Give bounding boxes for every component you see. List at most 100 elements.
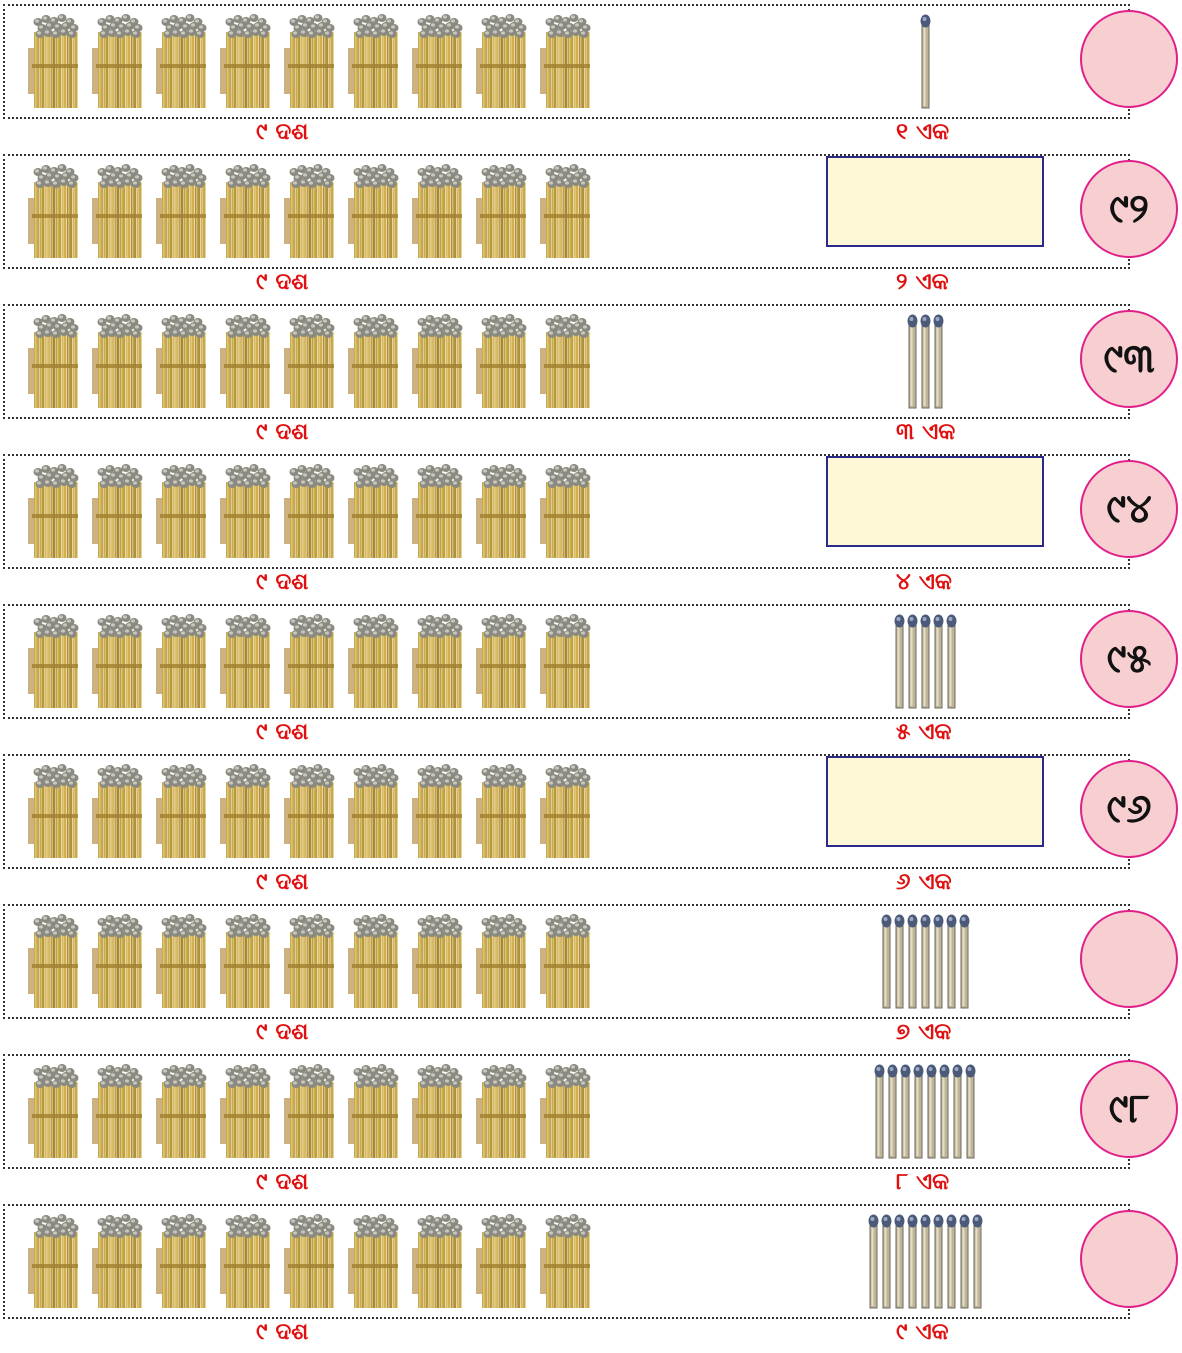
matchstick-icon: [887, 1064, 898, 1160]
matchstick-icon: [894, 1214, 905, 1310]
matchstick-bundle-icon: [284, 914, 336, 1010]
matchstick-icon: [933, 1214, 944, 1310]
matchstick-icon: [907, 314, 918, 410]
matchstick-bundle-icon: [476, 464, 528, 560]
matchstick-bundle-icon: [92, 764, 144, 860]
matchstick-bundle-icon: [220, 1064, 272, 1160]
ones-label: ୫ ଏକ: [896, 719, 952, 745]
matchstick-bundle-icon: [28, 764, 80, 860]
matchstick-bundle-icon: [348, 614, 400, 710]
matchstick-icon: [894, 614, 905, 710]
matchstick-bundle-icon: [28, 14, 80, 110]
matchstick-bundle-icon: [28, 464, 80, 560]
matchstick-bundle-icon: [476, 1214, 528, 1310]
matchstick-bundle-icon: [348, 1214, 400, 1310]
matchstick-bundle-icon: [92, 1214, 144, 1310]
matchstick-bundle-icon: [28, 314, 80, 410]
matchstick-bundle-icon: [220, 614, 272, 710]
number-circle[interactable]: [1080, 10, 1178, 108]
matchstick-bundle-icon: [540, 14, 592, 110]
matchstick-icon: [952, 1064, 963, 1160]
ones-answer-box[interactable]: [826, 156, 1044, 247]
matchstick-icon: [972, 1214, 983, 1310]
matchstick-bundle-icon: [92, 614, 144, 710]
matchstick-bundle-icon: [412, 314, 464, 410]
matchstick-bundle-icon: [412, 914, 464, 1010]
matchstick-bundle-icon: [476, 614, 528, 710]
matchstick-icon: [894, 914, 905, 1010]
ones-sticks: [874, 1064, 976, 1160]
number-circle: ୯୩: [1080, 310, 1178, 408]
tens-label: ୯ ଦଶ: [256, 419, 308, 445]
matchstick-bundle-icon: [284, 1064, 336, 1160]
number-circle: ୯୫: [1080, 610, 1178, 708]
matchstick-icon: [946, 1214, 957, 1310]
matchstick-bundle-icon: [348, 464, 400, 560]
matchstick-icon: [959, 914, 970, 1010]
matchstick-bundle-icon: [540, 914, 592, 1010]
matchstick-bundle-icon: [220, 164, 272, 260]
matchstick-bundle-icon: [348, 1064, 400, 1160]
matchstick-bundle-icon: [92, 14, 144, 110]
matchstick-bundle-icon: [476, 14, 528, 110]
tens-label: ୯ ଦଶ: [256, 269, 308, 295]
matchstick-bundle-icon: [412, 14, 464, 110]
tens-label: ୯ ଦଶ: [256, 1019, 308, 1045]
matchstick-icon: [920, 1214, 931, 1310]
matchstick-bundle-icon: [92, 464, 144, 560]
ones-label: ୬ ଏକ: [896, 869, 952, 895]
matchstick-bundle-icon: [412, 614, 464, 710]
ones-label: ୩ ଏକ: [896, 419, 955, 445]
ones-sticks: [894, 614, 957, 710]
matchstick-bundle-icon: [412, 464, 464, 560]
matchstick-icon: [874, 1064, 885, 1160]
tens-label: ୯ ଦଶ: [256, 1169, 308, 1195]
matchstick-icon: [881, 914, 892, 1010]
matchstick-bundle-icon: [540, 614, 592, 710]
matchstick-bundle-icon: [412, 764, 464, 860]
matchstick-bundle-icon: [284, 14, 336, 110]
number-circle[interactable]: [1080, 1210, 1178, 1308]
ones-label: ୭ ଏକ: [896, 1019, 951, 1045]
tens-label: ୯ ଦଶ: [256, 119, 308, 145]
matchstick-bundle-icon: [28, 614, 80, 710]
matchstick-bundle-icon: [28, 1214, 80, 1310]
matchstick-icon: [920, 914, 931, 1010]
matchstick-bundle-icon: [220, 764, 272, 860]
matchstick-icon: [965, 1064, 976, 1160]
ones-label: ୧ ଏକ: [896, 119, 949, 145]
matchstick-icon: [881, 1214, 892, 1310]
matchstick-icon: [920, 314, 931, 410]
matchstick-bundle-icon: [348, 164, 400, 260]
matchstick-bundle-icon: [92, 1064, 144, 1160]
ones-answer-box[interactable]: [826, 456, 1044, 547]
number-circle[interactable]: [1080, 910, 1178, 1008]
worksheet-row: ୯୩ ୯ ଦଶ ୩ ଏକ: [0, 300, 1182, 450]
matchstick-bundle-icon: [412, 1064, 464, 1160]
number-circle: ୯୮: [1080, 1060, 1178, 1158]
matchstick-bundle-icon: [348, 314, 400, 410]
worksheet-row: ୯ ଦଶ ୧ ଏକ: [0, 0, 1182, 150]
ones-label: ୨ ଏକ: [896, 269, 949, 295]
matchstick-icon: [946, 914, 957, 1010]
number-circle: ୯୪: [1080, 460, 1178, 558]
matchstick-bundle-icon: [92, 914, 144, 1010]
matchstick-bundle-icon: [284, 1214, 336, 1310]
matchstick-icon: [933, 614, 944, 710]
ones-sticks: [907, 314, 944, 410]
matchstick-bundle-icon: [156, 764, 208, 860]
matchstick-bundle-icon: [156, 1214, 208, 1310]
matchstick-icon: [907, 914, 918, 1010]
matchstick-bundle-icon: [92, 314, 144, 410]
matchstick-bundle-icon: [284, 164, 336, 260]
ones-label: ୪ ଏକ: [896, 569, 952, 595]
matchstick-bundle-icon: [476, 764, 528, 860]
ones-answer-box[interactable]: [826, 756, 1044, 847]
matchstick-bundle-icon: [540, 314, 592, 410]
matchstick-icon: [933, 314, 944, 410]
